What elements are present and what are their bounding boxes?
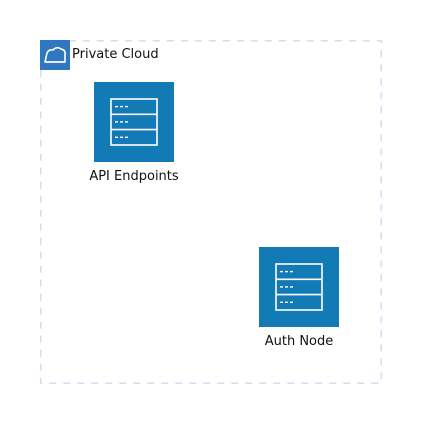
auth-node-label: Auth Node <box>264 334 334 349</box>
api-endpoints-node[interactable] <box>94 82 174 162</box>
private-cloud-group: Private Cloud <box>40 40 382 384</box>
server-rack-icon <box>259 247 339 327</box>
api-endpoints-label: API Endpoints <box>89 169 179 184</box>
auth-node[interactable] <box>259 247 339 327</box>
server-rack-icon <box>94 82 174 162</box>
cloud-icon <box>40 40 70 70</box>
group-boundary <box>40 40 382 384</box>
group-label: Private Cloud <box>72 47 159 62</box>
group-header: Private Cloud <box>40 40 159 70</box>
